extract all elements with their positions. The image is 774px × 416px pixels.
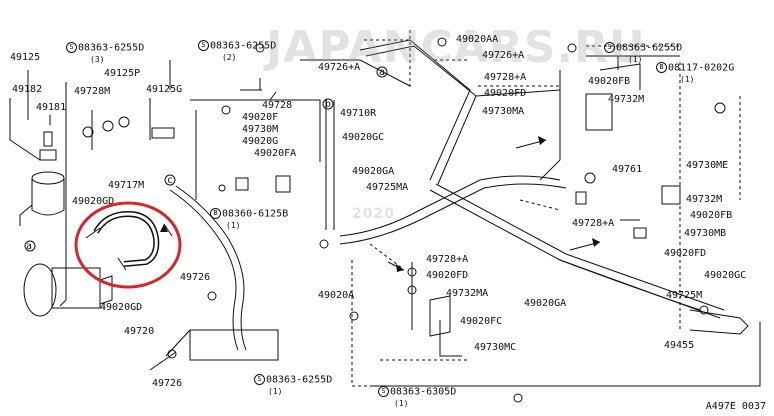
part-49728a-right[interactable]: 49728+A (572, 218, 615, 229)
part-49020ga-low[interactable]: 49020GA (524, 298, 567, 309)
part-49732m-right[interactable]: 49732M (686, 194, 723, 205)
s-marker: S (198, 40, 209, 51)
part-49726-bot[interactable]: 49726 (152, 378, 183, 389)
part-49732ma[interactable]: 49732MA (446, 288, 489, 299)
part-49020g[interactable]: 49020G (242, 136, 279, 147)
part-49728m[interactable]: 49728M (74, 86, 111, 97)
part-49710r[interactable]: 49710R (340, 108, 377, 119)
part-number-text: 08363-6255D (616, 42, 683, 54)
part-49725ma[interactable]: 49725MA (366, 182, 409, 193)
s-marker: S (604, 42, 615, 53)
part-49182[interactable]: 49182 (12, 84, 43, 95)
part-49730mc[interactable]: 49730MC (474, 342, 517, 353)
ref-marker-a-left[interactable]: a (26, 241, 33, 252)
qty-08363-6255d-c: (1) (628, 55, 643, 64)
part-49125[interactable]: 49125 (10, 52, 41, 63)
part-49020fd-low[interactable]: 49020FD (426, 270, 469, 281)
part-49720[interactable]: 49720 (124, 326, 155, 337)
part-49761[interactable]: 49761 (612, 164, 643, 175)
b-marker: B (210, 208, 221, 219)
s-marker: S (378, 386, 389, 397)
part-49020f[interactable]: 49020F (242, 112, 279, 123)
watermark-year: 2020 (352, 206, 395, 222)
part-49020aa[interactable]: 49020AA (456, 34, 499, 45)
b-marker: B (656, 62, 667, 73)
part-49020fa[interactable]: 49020FA (254, 148, 297, 159)
part-49730m[interactable]: 49730M (242, 124, 279, 135)
part-49717m[interactable]: 49717M (108, 180, 145, 191)
ref-marker-b[interactable]: b (325, 99, 332, 110)
part-49020gd-a[interactable]: 49020GD (72, 196, 115, 207)
part-49020gc-right[interactable]: 49020GC (704, 270, 747, 281)
part-49730ma[interactable]: 49730MA (482, 106, 525, 117)
diagram-code: A497E 0037 (705, 401, 766, 412)
part-49728a-top[interactable]: 49728+A (484, 72, 527, 83)
part-49455[interactable]: 49455 (664, 340, 695, 351)
part-number-text: 08363-6255D (210, 40, 277, 52)
part-49125g[interactable]: 49125G (146, 84, 183, 95)
part-number-text: 08363-6255D (78, 42, 145, 54)
part-49020ga-top[interactable]: 49020GA (352, 166, 395, 177)
part-49020a[interactable]: 49020A (318, 290, 355, 301)
part-49730me[interactable]: 49730ME (686, 160, 729, 171)
ref-marker-a-top[interactable]: a (379, 67, 386, 78)
part-49020gc-mid[interactable]: 49020GC (342, 132, 385, 143)
qty-08363-6255d-b: (2) (222, 53, 237, 62)
part-49726-mid[interactable]: 49726 (180, 272, 211, 283)
s-marker: S (66, 42, 77, 53)
part-number-text: 08117-0202G (668, 62, 735, 74)
part-49728a-low[interactable]: 49728+A (426, 254, 469, 265)
part-49725m[interactable]: 49725M (666, 290, 703, 301)
part-49730mb[interactable]: 49730MB (684, 228, 727, 239)
qty-08117-0202g: (1) (680, 75, 695, 84)
part-number-text: 08360-6125B (222, 208, 289, 220)
part-49020fb-right[interactable]: 49020FB (690, 210, 733, 221)
part-49020fb-top[interactable]: 49020FB (588, 76, 631, 87)
part-number-text: 08363-6305D (390, 386, 457, 398)
part-number-text: 08363-6255D (266, 374, 333, 386)
qty-08360-6125b: (1) (226, 221, 241, 230)
part-49726a-right[interactable]: 49726+A (482, 50, 525, 61)
part-49020fc[interactable]: 49020FC (460, 316, 503, 327)
part-49728[interactable]: 49728 (262, 100, 293, 111)
part-49020fd-top[interactable]: 49020FD (484, 88, 527, 99)
part-49020gd-b[interactable]: 49020GD (100, 302, 143, 313)
ref-marker-c[interactable]: c (167, 175, 174, 186)
part-49726a-top[interactable]: 49726+A (318, 62, 361, 73)
qty-08363-6255d-d: (1) (268, 387, 283, 396)
part-49181[interactable]: 49181 (36, 102, 67, 113)
qty-08363-6305d: (1) (394, 399, 409, 408)
watermark-site: JAPANCARS.RU (266, 22, 646, 73)
part-49732m-top[interactable]: 49732M (608, 94, 645, 105)
qty-08363-6255d-a: (3) (90, 55, 105, 64)
part-49020fd-right[interactable]: 49020FD (664, 248, 707, 259)
s-marker: S (254, 374, 265, 385)
part-49125p[interactable]: 49125P (104, 68, 141, 79)
